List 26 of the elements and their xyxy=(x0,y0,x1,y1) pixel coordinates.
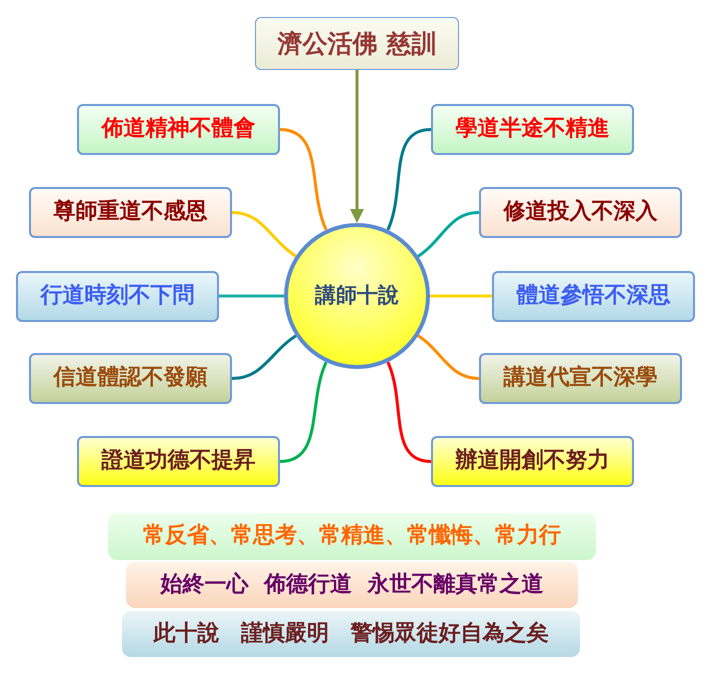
connector-line xyxy=(386,128,432,230)
text-band: 此十說 謹慎嚴明 警惕眾徒好自為之矣 xyxy=(122,611,580,657)
connector-line xyxy=(417,211,480,258)
connector-line xyxy=(430,294,492,298)
text-band: 始終一心 佈德行道 永世不離真常之道 xyxy=(126,562,578,608)
center-circle: 講師十說 xyxy=(284,223,430,369)
connector-line xyxy=(280,362,328,463)
connector-line xyxy=(417,334,480,380)
arrow xyxy=(350,70,364,223)
branch-box: 學道半途不精進 xyxy=(431,104,634,155)
branch-box: 行道時刻不下問 xyxy=(16,270,219,322)
text-band: 常反省、常思考、常精進、常懺悔、常力行 xyxy=(108,513,596,560)
branch-box: 尊師重道不感恩 xyxy=(29,187,232,238)
branch-box: 信道體認不發願 xyxy=(29,353,232,404)
connector-line xyxy=(232,211,297,258)
branch-box: 佈道精神不體會 xyxy=(77,104,280,155)
connector-line xyxy=(219,294,284,298)
topic-box: 濟公活佛 慈訓 xyxy=(255,17,459,70)
connector-line xyxy=(280,128,328,230)
branch-box: 體道參悟不深思 xyxy=(492,270,695,322)
connector-line xyxy=(232,334,297,380)
branch-box: 講道代宣不深學 xyxy=(479,353,682,404)
branch-box: 辦道開創不努力 xyxy=(431,436,634,487)
connector-line xyxy=(386,362,432,463)
branch-box: 證道功德不提昇 xyxy=(77,436,280,487)
branch-box: 修道投入不深入 xyxy=(479,187,682,238)
